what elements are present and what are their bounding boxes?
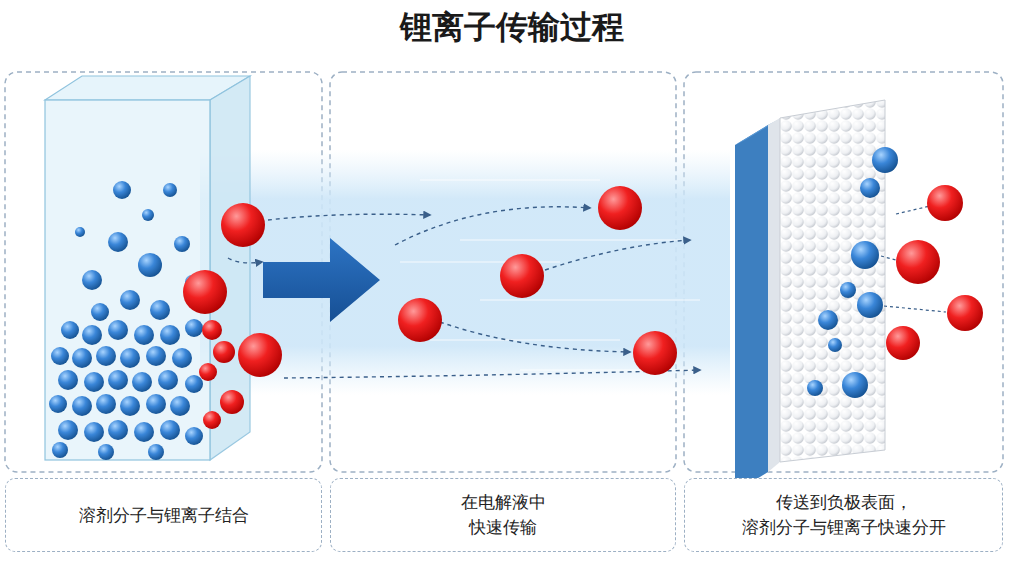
caption-box: 溶剂分子与锂离子结合 — [5, 478, 322, 552]
diagram-title: 锂离子传输过程 — [0, 6, 1024, 50]
caption-text: 传送到负极表面， 溶剂分子与锂离子快速分开 — [724, 490, 964, 539]
caption-box: 传送到负极表面， 溶剂分子与锂离子快速分开 — [684, 478, 1003, 552]
caption-box: 在电解液中 快速传输 — [330, 478, 676, 552]
caption-text: 在电解液中 快速传输 — [443, 490, 563, 539]
caption-text: 溶剂分子与锂离子结合 — [79, 503, 249, 528]
